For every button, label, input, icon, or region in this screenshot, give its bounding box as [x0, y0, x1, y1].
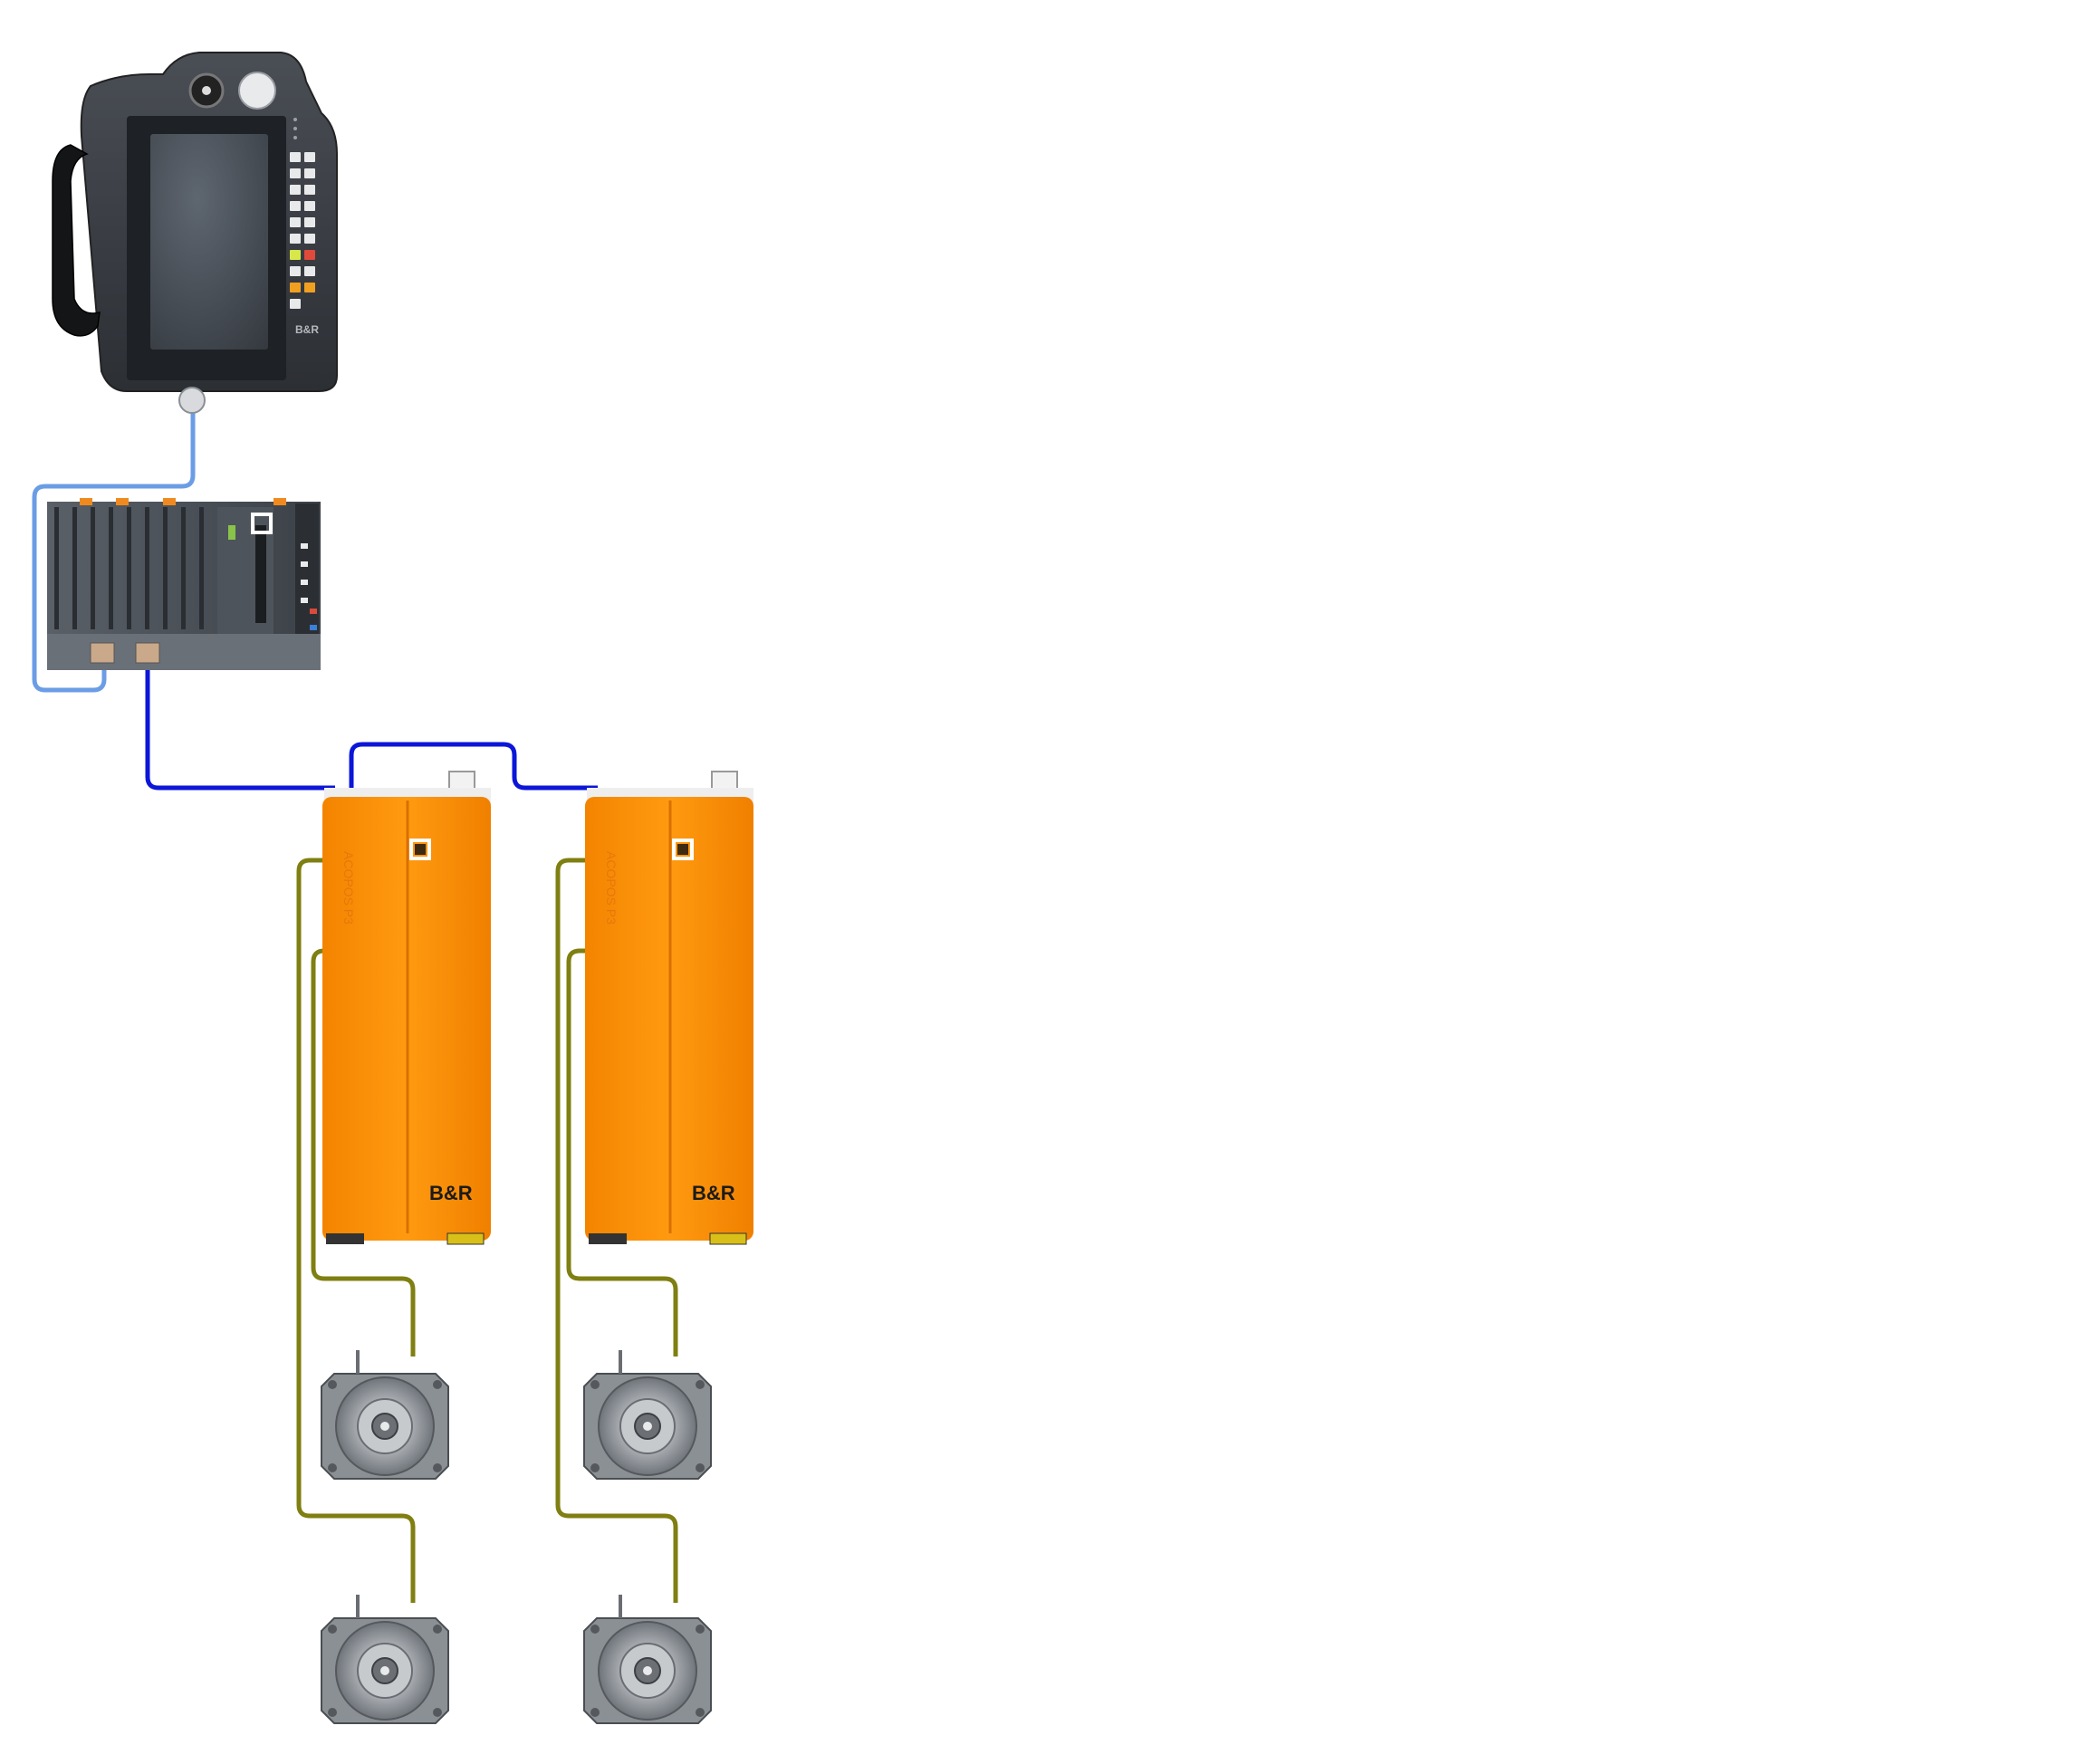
motor-cable [296, 858, 416, 1603]
servo-drive-1[interactable]: ACOPOS P3 B&R [322, 771, 491, 1245]
selection-marker[interactable] [409, 839, 431, 860]
panel-logo: B&R [295, 323, 319, 336]
servo-motor-1[interactable] [321, 1350, 449, 1480]
mobile-panel[interactable]: B&R [52, 52, 338, 414]
x20-plc[interactable] [47, 498, 321, 670]
servo-drive-2[interactable]: ACOPOS P3 B&R [585, 771, 753, 1245]
powerlink-cable [145, 659, 335, 791]
io-slices [54, 507, 204, 629]
panel-keys [290, 152, 315, 309]
powerlink-cable [349, 742, 598, 791]
motor-cable [566, 948, 678, 1357]
servo-motor-4[interactable] [583, 1595, 712, 1724]
plc-port-2 [135, 642, 160, 664]
drive-logo: B&R [692, 1182, 735, 1204]
motor-cable [311, 948, 416, 1357]
motor-cable [555, 858, 678, 1603]
selection-marker[interactable] [672, 839, 694, 860]
plc-port-1 [90, 642, 115, 664]
drive-model-label: ACOPOS P3 [341, 851, 356, 925]
drive-model-label: ACOPOS P3 [604, 851, 619, 925]
panel-screen [150, 134, 268, 350]
servo-motor-3[interactable] [321, 1595, 449, 1724]
panel-cable [32, 398, 196, 693]
servo-motor-2[interactable] [583, 1350, 712, 1480]
drive-logo: B&R [429, 1182, 473, 1204]
selection-marker[interactable] [251, 513, 273, 534]
